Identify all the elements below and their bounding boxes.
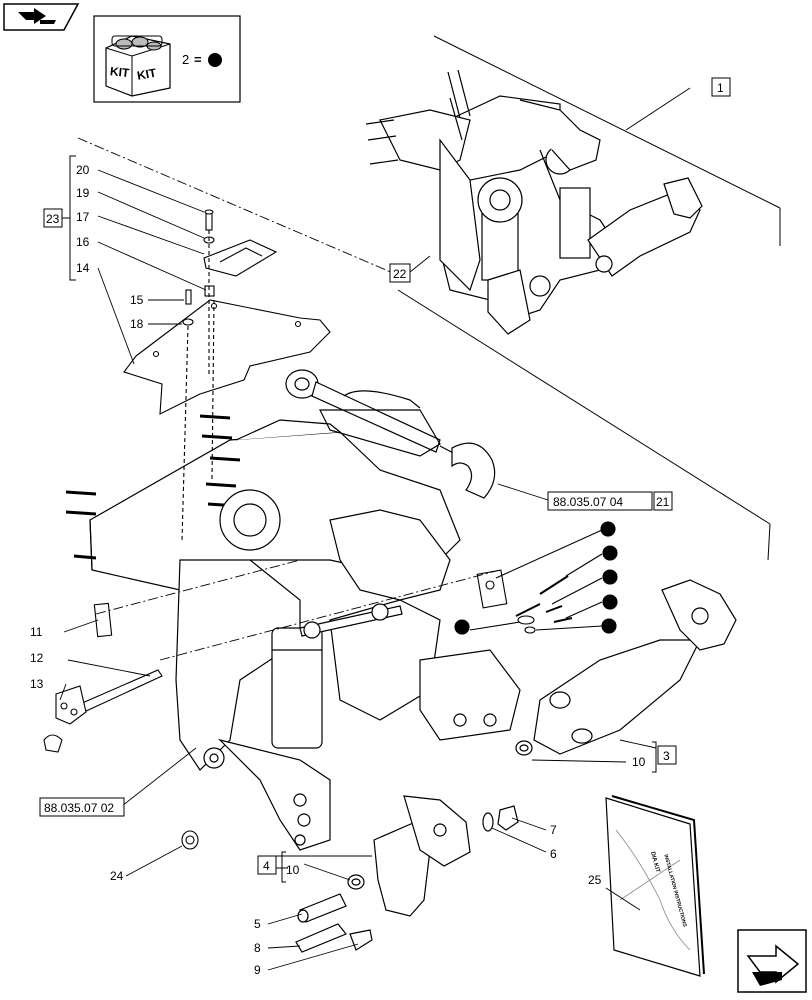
callout-17: 17 <box>76 210 90 224</box>
callout-16: 16 <box>76 235 90 249</box>
callout-21: 21 <box>656 495 670 509</box>
alignment-lines <box>77 137 501 661</box>
ref-link-label[interactable]: 88.035.07 04 <box>553 495 623 509</box>
kit-equals: = <box>194 52 202 67</box>
kit-quantity: 2 <box>182 52 189 67</box>
kit-box-icon <box>105 35 171 97</box>
callout-20: 20 <box>76 163 90 177</box>
callout-18: 18 <box>130 317 144 331</box>
ref-frame-label[interactable]: 88.035.07 02 <box>44 801 114 815</box>
callout-8: 8 <box>254 941 261 955</box>
filled-circle-icon <box>601 618 617 634</box>
installation-manual: DIA KIT INSTALLATION INSTRUCTIONS <box>605 795 705 977</box>
callout-4: 4 <box>263 859 270 873</box>
group-bracket-3 <box>652 741 657 773</box>
misc-parts-left <box>43 602 199 850</box>
callout-1: 1 <box>717 81 724 95</box>
cover-plate-assembly <box>123 209 331 541</box>
leader-lines <box>59 87 691 971</box>
group-bracket-4 <box>281 851 286 883</box>
callout-13: 13 <box>30 677 44 691</box>
hitch-assembly-overview <box>365 35 781 335</box>
next-nav-button[interactable] <box>737 929 807 993</box>
filled-circle-icon <box>208 53 222 67</box>
kit-label-left: KIT <box>109 64 130 80</box>
callout-7: 7 <box>550 823 557 837</box>
filled-circle-icon <box>600 521 616 537</box>
callout-24: 24 <box>110 869 124 883</box>
callout-11: 11 <box>30 625 43 639</box>
callout-10-right: 10 <box>632 755 646 769</box>
group-bracket-23 <box>62 155 76 281</box>
callout-19: 19 <box>76 186 90 200</box>
kit-label-right: KIT <box>136 66 158 83</box>
next-arrow-icon <box>746 944 800 986</box>
callout-9: 9 <box>254 963 261 977</box>
top-link <box>285 369 496 499</box>
callout-25: 25 <box>588 873 602 887</box>
lower-arm-hook-right <box>397 289 771 756</box>
lower-hook-left <box>295 795 519 953</box>
callout-5: 5 <box>254 917 261 931</box>
main-hitch-frame <box>65 414 521 851</box>
filled-circle-icon <box>602 545 618 561</box>
manual-title: DIA KIT <box>649 851 660 874</box>
callout-labels: 1 22 23 88.035.07 04 21 88.035.07 02 3 4… <box>30 77 731 977</box>
kit-legend: KIT KIT 2 = <box>93 15 241 103</box>
callout-3: 3 <box>663 749 670 763</box>
callout-12: 12 <box>30 651 44 665</box>
callout-10-left: 10 <box>286 863 300 877</box>
callout-6: 6 <box>550 847 557 861</box>
filled-circle-icon <box>602 594 618 610</box>
callout-22: 22 <box>393 267 407 281</box>
callout-14: 14 <box>76 261 90 275</box>
kit-small-parts <box>454 521 618 635</box>
filled-circle-icon <box>454 619 470 635</box>
callout-15: 15 <box>130 293 144 307</box>
filled-circle-icon <box>602 569 618 585</box>
back-nav-button[interactable] <box>3 3 80 31</box>
back-arrow-icon <box>18 8 56 24</box>
callout-23: 23 <box>46 212 60 226</box>
